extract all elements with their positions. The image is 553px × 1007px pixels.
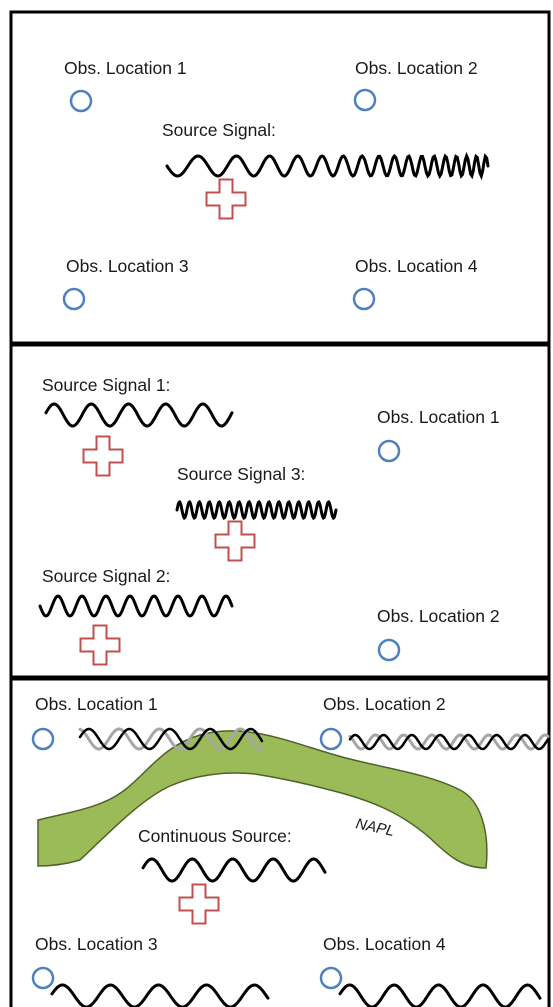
source-signal-2-label: Source Signal 2: [42,566,170,586]
napl-plume-shape [37,730,488,869]
panel-3: NAPL Obs. Location 1 Obs. Location 2 Con… [31,694,550,1007]
source-signal-3-label: Source Signal 3: [177,464,305,484]
source-2-cross-icon [79,624,121,666]
source-cross-icon [205,178,247,220]
obs-location-1-label: Obs. Location 1 [377,407,500,427]
source-signal-chirp-wave [165,151,490,181]
obs-location-3-label: Obs. Location 3 [66,256,189,276]
cross-shape [178,883,220,925]
obs-location-2-circle-icon [319,727,343,751]
obs-location-1-label: Obs. Location 1 [64,58,187,78]
source-3-cross-icon [214,520,256,562]
panel-2-frame [9,343,551,679]
cross-shape [82,435,124,477]
panel-1: Obs. Location 1 Obs. Location 2 Source S… [62,58,490,311]
obs-location-1-label: Obs. Location 1 [35,694,158,714]
obs-location-1-circle-icon [69,89,93,113]
source-signal-1-wave [44,402,234,428]
obs-location-4-circle-icon [319,966,343,990]
obs-location-2-circle-icon [377,638,401,662]
cross-shape [214,520,256,562]
continuous-source-cross-icon [178,883,220,925]
source-signal-2-wave [38,594,234,618]
obs-location-2-label: Obs. Location 2 [377,606,500,626]
cross-shape [79,624,121,666]
obs-location-4-label: Obs. Location 4 [323,934,446,954]
obs-location-2-label: Obs. Location 2 [323,694,446,714]
obs-3-received-wave [50,983,270,1007]
panel-1-frame [9,10,551,345]
source-signal-3-wave [175,499,338,521]
obs-location-1-circle-icon [31,727,55,751]
obs-location-4-circle-icon [352,287,376,311]
obs-location-4-label: Obs. Location 4 [355,256,478,276]
obs-location-2-circle-icon [353,88,377,112]
source-signal-label: Source Signal: [162,120,276,140]
obs-2-secondary-wave [348,733,550,751]
obs-location-1-circle-icon [377,439,401,463]
obs-location-3-circle-icon [31,966,55,990]
panel-3-frame [9,677,551,1007]
napl-label: NAPL [354,815,396,840]
obs-1-received-wave [78,727,264,751]
obs-4-received-wave [338,983,542,1007]
panel-2: Source Signal 1: Obs. Location 1 Source … [38,375,500,666]
cross-shape [205,178,247,220]
source-signal-1-label: Source Signal 1: [42,375,170,395]
obs-location-3-circle-icon [62,287,86,311]
continuous-source-wave [141,857,327,883]
obs-2-received-wave [348,733,550,751]
obs-1-secondary-wave [78,727,264,751]
source-1-cross-icon [82,435,124,477]
continuous-source-label: Continuous Source: [138,826,292,846]
obs-location-2-label: Obs. Location 2 [355,58,478,78]
obs-location-3-label: Obs. Location 3 [35,934,158,954]
